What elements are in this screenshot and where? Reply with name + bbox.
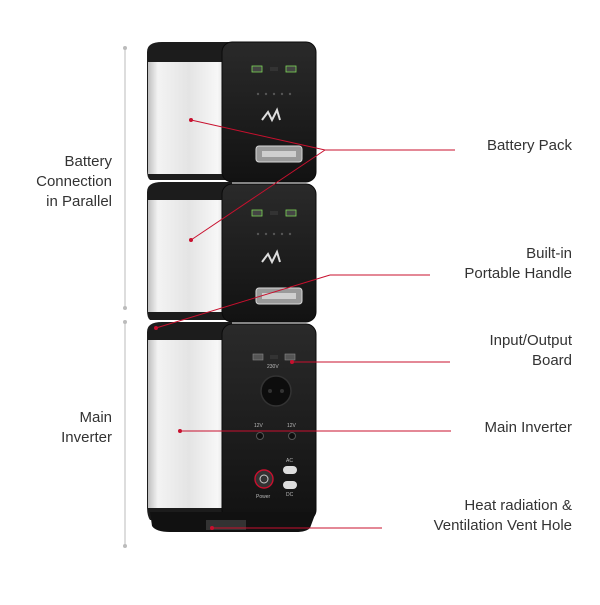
label-line: Portable Handle bbox=[464, 265, 572, 282]
label-battery-pack: Battery Pack bbox=[487, 136, 572, 156]
bracket-parallel bbox=[123, 46, 127, 310]
leader-dots bbox=[154, 118, 294, 530]
power-text: Power bbox=[256, 494, 271, 500]
label-line: Inverter bbox=[61, 429, 112, 446]
battery-module-middle bbox=[147, 182, 317, 323]
label-line: Ventilation Vent Hole bbox=[433, 517, 572, 534]
ac-text: AC bbox=[286, 458, 293, 464]
label-line: Battery bbox=[64, 153, 112, 170]
dc-text: DC bbox=[286, 492, 294, 498]
dc-right-text: 12V bbox=[287, 423, 297, 429]
leader-lines bbox=[155, 119, 455, 529]
label-line: Input/Output bbox=[489, 332, 572, 349]
label-line: Board bbox=[531, 352, 572, 369]
label-main-inverter-right: Main Inverter bbox=[484, 418, 572, 438]
label-line: Main bbox=[79, 409, 112, 426]
label-line: Connection bbox=[36, 173, 112, 190]
inverter-module: 230V 12V 12V Power AC DC bbox=[147, 322, 317, 532]
bracket-inverter bbox=[123, 320, 127, 548]
ac-toggle[interactable] bbox=[283, 466, 297, 474]
label-line: in Parallel bbox=[46, 193, 112, 210]
label-line: Built-in bbox=[526, 245, 572, 262]
label-portable-handle: Built-in Portable Handle bbox=[464, 244, 572, 284]
label-line: Battery Pack bbox=[486, 137, 572, 154]
label-main-inverter-left: Main Inverter bbox=[20, 408, 112, 448]
label-io-board: Input/Output Board bbox=[489, 331, 572, 371]
ac-voltage-text: 230V bbox=[267, 364, 279, 370]
label-battery-connection: Battery Connection in Parallel bbox=[20, 152, 112, 212]
dc-left-text: 12V bbox=[254, 423, 264, 429]
label-line: Main Inverter bbox=[484, 419, 572, 436]
label-vent-hole: Heat radiation & Ventilation Vent Hole bbox=[434, 496, 572, 536]
dc-toggle[interactable] bbox=[283, 481, 297, 489]
label-line: Heat radiation & bbox=[464, 497, 572, 514]
power-button[interactable] bbox=[254, 469, 274, 489]
battery-module-top bbox=[147, 41, 317, 183]
